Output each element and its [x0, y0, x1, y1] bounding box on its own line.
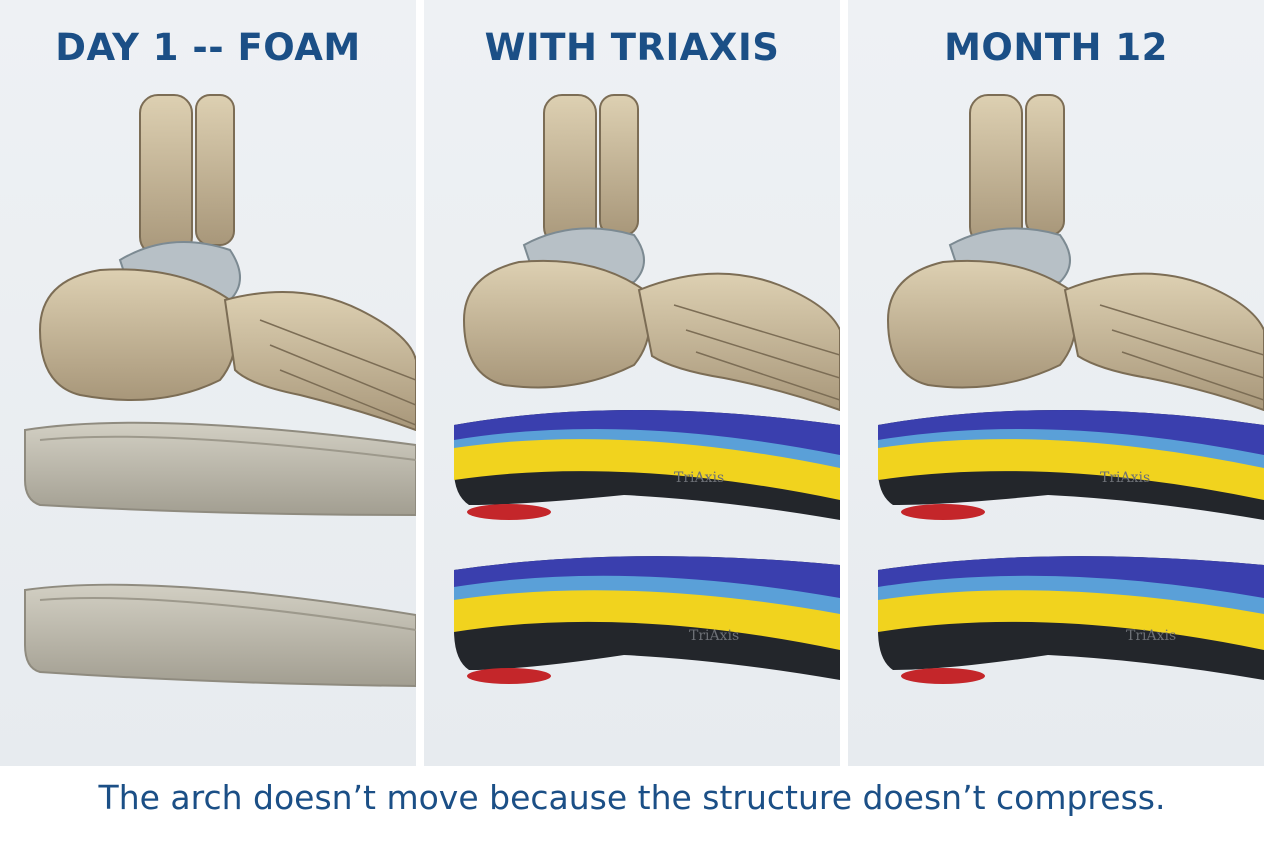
panel-title: DAY 1 -- FOAM	[55, 26, 361, 69]
tibia-fibula-bones	[543, 94, 639, 246]
foot-skeleton-foam-illustration	[24, 94, 416, 688]
foot-bones	[462, 227, 840, 412]
triaxis-insole-top: TriAxis	[878, 410, 1264, 520]
panel-title: WITH TRIAXIS	[484, 26, 780, 69]
brand-label: TriAxis	[689, 628, 739, 644]
foot-bones	[886, 227, 1264, 412]
brand-label: TriAxis	[1100, 470, 1150, 486]
foot-skeleton-triaxis-illustration: TriAxis TriAxis	[454, 94, 840, 684]
foot-bones	[38, 241, 416, 432]
bottom-caption: The arch doesn’t move because the struct…	[98, 778, 1166, 817]
foam-insole-bottom	[24, 583, 416, 688]
brand-label: TriAxis	[674, 470, 724, 486]
brand-label: TriAxis	[1126, 628, 1176, 644]
panel-with-triaxis: WITH TRIAXIS	[424, 0, 840, 766]
foot-skeleton-month12-illustration: TriAxis TriAxis	[878, 94, 1264, 684]
tibia-fibula-bones	[969, 94, 1065, 246]
panel-title: MONTH 12	[944, 26, 1168, 69]
panel-divider	[840, 0, 848, 766]
triaxis-insole-bottom: TriAxis	[878, 556, 1264, 684]
panel-divider	[416, 0, 424, 766]
panel-day1-foam: DAY 1 -- FOAM	[0, 0, 416, 766]
tibia-fibula-bones	[139, 94, 235, 256]
foam-insole-top	[24, 421, 416, 517]
panel-month-12: MONTH 12 T	[848, 0, 1264, 766]
triaxis-insole-bottom: TriAxis	[454, 556, 840, 684]
triaxis-insole-top: TriAxis	[454, 410, 840, 520]
